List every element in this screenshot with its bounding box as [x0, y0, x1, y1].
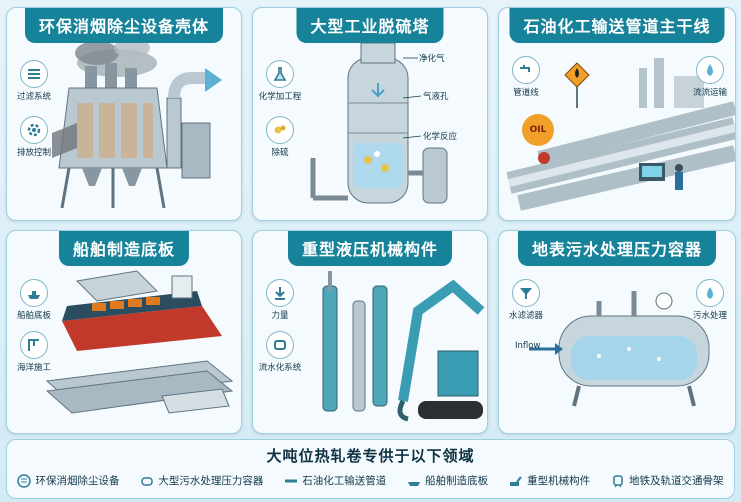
- dust-collector-illustration: [52, 38, 222, 209]
- panel-title: 环保消烟除尘设备壳体: [24, 8, 224, 43]
- ship-icon: [408, 481, 421, 486]
- panel-ship-plate: 船舶制造底板 船舶底板 海洋施工: [6, 230, 242, 434]
- callout-inflow: Inflow: [515, 341, 541, 351]
- pressure-vessel-illustration: [529, 291, 710, 407]
- footer-item: 大型污水处理压力容器: [140, 473, 263, 488]
- side-item-sulfur: 除硫: [257, 116, 303, 158]
- filter-icon: [20, 60, 48, 88]
- side-item-hull: 船舶底板: [11, 279, 57, 321]
- ship-icon: [20, 279, 48, 307]
- footer-items: 环保消烟除尘设备 大型污水处理压力容器 石油化工输送管道 船舶制造底板 重型机械…: [7, 473, 734, 488]
- crane-icon: [20, 331, 48, 359]
- side-item-marine: 海洋施工: [11, 331, 57, 373]
- oil-badge: OIL: [522, 114, 554, 146]
- excavator-icon: [510, 475, 522, 486]
- sulfur-icon: [266, 116, 294, 144]
- pipe-icon: [285, 479, 298, 482]
- tank-icon: [141, 476, 154, 486]
- panel-pipeline: 石油化工输送管道主干线 OIL 管道线 流流运输: [498, 7, 736, 221]
- callout-purified-gas: 净化气: [419, 54, 445, 64]
- panel-desulfurization: 大型工业脱硫塔 净化气 气液孔 化学反应 化学加工程 除硫: [252, 7, 488, 221]
- footer-item: 重型机械构件: [509, 473, 590, 488]
- side-item-transport: 流流运输: [687, 56, 733, 98]
- side-item-flow: 流水化系统: [257, 331, 303, 373]
- faucet-icon: [512, 56, 540, 84]
- gear-icon: [20, 116, 48, 144]
- panel-title: 石油化工输送管道主干线: [509, 8, 725, 43]
- hydraulic-illustration: [322, 271, 485, 422]
- panel-title: 重型液压机械构件: [287, 231, 453, 266]
- side-item-sewage: 污水处理: [687, 279, 733, 321]
- side-item-pipeline: 管道线: [503, 56, 549, 98]
- footer-item: 石油化工输送管道: [284, 473, 386, 488]
- applications-footer: 大吨位热轧卷专供于以下领域 环保消烟除尘设备 大型污水处理压力容器 石油化工输送…: [6, 439, 735, 499]
- droplet-icon: [696, 56, 724, 84]
- footer-item: 船舶制造底板: [407, 473, 488, 488]
- filter-icon: [17, 473, 32, 488]
- train-icon: [613, 474, 623, 487]
- footer-title: 大吨位热轧卷专供于以下领域: [266, 447, 475, 465]
- panel-pressure-vessel: 地表污水处理压力容器 Inflow 水滤滤器 污水处理: [498, 230, 736, 434]
- side-item-force: 力量: [257, 279, 303, 321]
- desulfurization-tower-illustration: [310, 42, 448, 204]
- callout-reaction: 化学反应: [423, 132, 458, 142]
- pipeline-illustration: [506, 58, 735, 211]
- flow-icon: [266, 331, 294, 359]
- filter-funnel-icon: [512, 279, 540, 307]
- panel-title: 地表污水处理压力容器: [517, 231, 717, 266]
- ship-illustration: [45, 270, 234, 414]
- footer-item: 地铁及轨道交通骨架: [611, 473, 723, 488]
- side-item-emission: 排放控制: [11, 116, 57, 158]
- side-item-filter: 过滤系统: [11, 60, 57, 102]
- force-icon: [266, 279, 294, 307]
- side-item-chemical: 化学加工程: [257, 60, 303, 102]
- flask-icon: [266, 60, 294, 88]
- panel-hydraulic: 重型液压机械构件 力量 流水化系统: [252, 230, 488, 434]
- panel-title: 船舶制造底板: [58, 231, 190, 266]
- side-item-water-filter: 水滤滤器: [503, 279, 549, 321]
- panel-dust-removal: 环保消烟除尘设备壳体 过滤系统 排放控制: [6, 7, 242, 221]
- water-drop-icon: [696, 279, 724, 307]
- panel-title: 大型工业脱硫塔: [296, 8, 444, 43]
- callout-gas-liquid: 气液孔: [423, 92, 449, 102]
- footer-item: 环保消烟除尘设备: [17, 473, 119, 488]
